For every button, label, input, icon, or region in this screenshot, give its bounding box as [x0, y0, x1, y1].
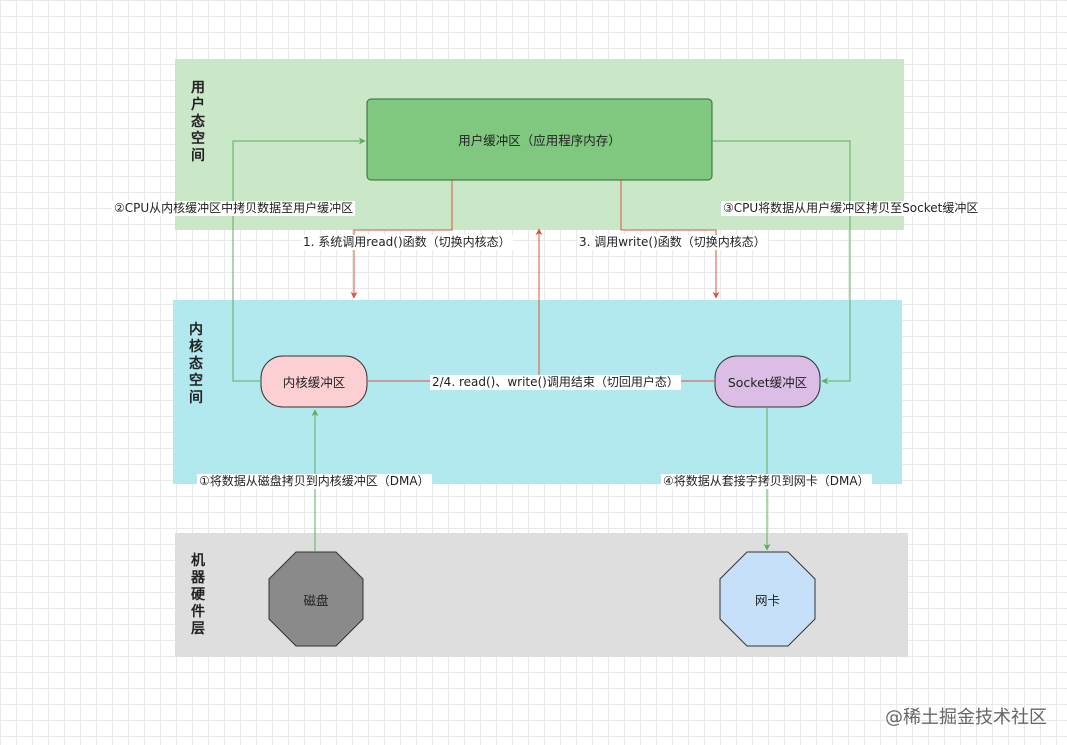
edge-label-dma-disk: ①将数据从磁盘拷贝到内核缓冲区（DMA） — [197, 474, 432, 489]
user-buffer-label: 用户缓冲区（应用程序内存） — [458, 133, 621, 148]
edge-label-cpu-kernel-to-user: ②CPU从内核缓冲区中拷贝数据至用户缓冲区 — [112, 201, 356, 216]
user-buffer-box — [366, 98, 713, 181]
edge-label-dma-nic: ④将数据从套接字拷贝到网卡（DMA） — [661, 474, 872, 489]
disk-octagon — [268, 551, 364, 647]
user-space-label: 用户态空间 — [191, 80, 205, 164]
edge-label-write-call: 3. 调用write()函数（切换内核态） — [577, 235, 768, 250]
hardware-layer-label: 机器硬件层 — [191, 553, 205, 637]
edge-cpu-kernel-to-user — [232, 137, 366, 382]
disk-label: 磁盘 — [303, 592, 329, 608]
edge-read-call — [350, 180, 453, 299]
edge-cpu-user-to-socket — [712, 140, 851, 385]
nic-label: 网卡 — [754, 592, 780, 608]
nic-octagon — [719, 551, 816, 647]
edge-label-return-call: 2/4. read()、write()调用结束（切回用户态） — [430, 375, 681, 390]
watermark: @稀土掘金技术社区 — [885, 707, 1047, 728]
kernel-buffer-label: 内核缓冲区 — [282, 375, 346, 390]
edge-label-read-call: 1. 系统调用read()函数（切换内核态） — [301, 235, 513, 250]
edge-label-cpu-user-to-socket: ③CPU将数据从用户缓冲区拷贝至Socket缓冲区 — [721, 201, 981, 216]
kernel-space-label: 内核态空间 — [189, 322, 203, 406]
edge-write-call — [620, 180, 720, 299]
socket-buffer-label: Socket缓冲区 — [727, 375, 808, 390]
